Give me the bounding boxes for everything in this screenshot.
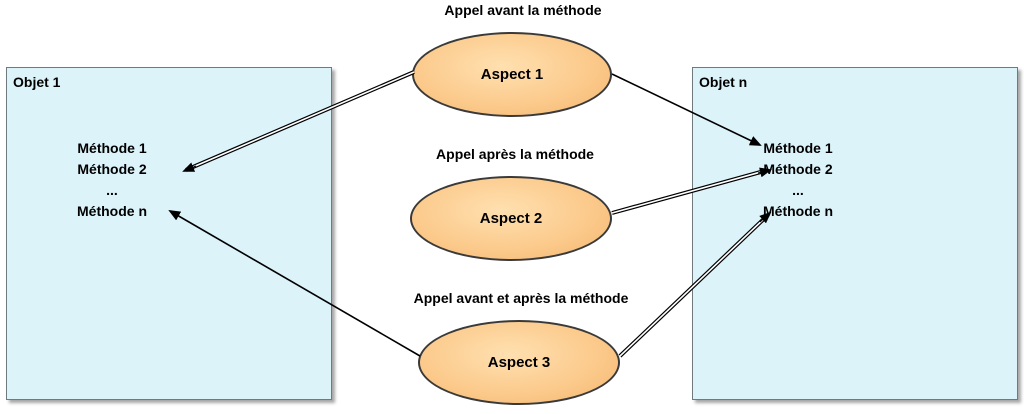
- aspect-1-caption: Appel avant la méthode: [444, 2, 602, 18]
- object-n-method-2: Méthode 2: [763, 161, 833, 177]
- arrow-aspect3-to-object1: [168, 209, 421, 357]
- aspect-2-label: Aspect 2: [479, 210, 543, 227]
- aspect-3-ellipse: Aspect 3: [418, 320, 620, 405]
- object-1-method-list: Méthode 1 Méthode 2 ... Méthode n: [77, 138, 147, 222]
- aspect-3-label: Aspect 3: [487, 354, 551, 371]
- arrow-aspect1-to-objectn: [611, 73, 762, 146]
- object-1-method-ellipsis: ...: [106, 182, 118, 198]
- aspect-3-caption: Appel avant et après la méthode: [413, 290, 629, 306]
- object-1-box: Objet 1 Méthode 1 Méthode 2 ... Méthode …: [6, 67, 332, 400]
- object-n-method-1: Méthode 1: [763, 140, 833, 156]
- aspect-1-ellipse: Aspect 1: [412, 32, 612, 117]
- object-1-method-2: Méthode 2: [77, 161, 147, 177]
- object-n-title: Objet n: [699, 74, 748, 90]
- aspect-2-caption: Appel après la méthode: [436, 146, 594, 162]
- arrow-aspect2-to-objectn: [611, 167, 772, 215]
- object-n-method-list: Méthode 1 Méthode 2 ... Méthode n: [763, 138, 833, 222]
- object-1-title: Objet 1: [13, 74, 61, 90]
- object-n-method-ellipsis: ...: [792, 182, 804, 198]
- object-1-method-n: Méthode n: [77, 203, 147, 219]
- aspect-1-label: Aspect 1: [480, 66, 544, 83]
- arrow-aspect1-to-object1: [182, 70, 415, 172]
- arrow-aspect3-to-objectn: [618, 211, 772, 358]
- aspect-2-ellipse: Aspect 2: [410, 176, 612, 261]
- object-1-method-1: Méthode 1: [77, 140, 147, 156]
- object-n-method-n: Méthode n: [763, 203, 833, 219]
